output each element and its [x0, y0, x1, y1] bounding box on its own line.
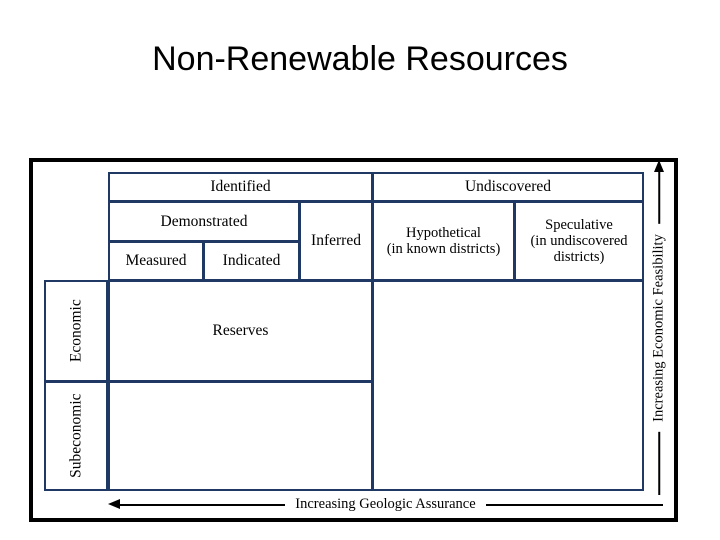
cell-undiscovered[interactable]: Undiscovered — [372, 172, 644, 202]
cell-undiscovered-label: Undiscovered — [464, 178, 552, 196]
diagram-canvas: Identified Undiscovered Demonstrated Inf… — [33, 162, 674, 518]
cell-speculative-line2: (in undiscovered — [530, 232, 628, 249]
axis-economic-feasibility-label: Increasing Economic Feasibility — [650, 223, 668, 432]
cell-demonstrated-label: Demonstrated — [160, 212, 248, 230]
cell-speculative-label: Speculative (in undiscovered districts) — [528, 217, 629, 266]
cell-hypothetical-line2: (in known districts) — [386, 241, 501, 257]
cell-measured[interactable]: Measured — [108, 241, 204, 281]
cell-reserves-label: Reserves — [212, 322, 269, 340]
cell-hypothetical[interactable]: Hypothetical (in known districts) — [372, 201, 515, 281]
cell-speculative-line1: Speculative — [545, 216, 613, 233]
cell-demonstrated[interactable]: Demonstrated — [108, 201, 300, 242]
arrow-left-icon — [108, 499, 120, 509]
cell-measured-label: Measured — [125, 252, 187, 270]
cell-indicated-label: Indicated — [222, 252, 281, 270]
cell-identified[interactable]: Identified — [108, 172, 373, 202]
cell-hypothetical-line1: Hypothetical — [406, 224, 481, 241]
axis-economic-feasibility: Increasing Economic Feasibility — [645, 160, 673, 495]
arrow-up-icon — [654, 160, 664, 172]
page-title: Non-Renewable Resources — [152, 40, 568, 78]
cell-identified-label: Identified — [210, 178, 271, 196]
cell-hypothetical-label: Hypothetical (in known districts) — [385, 225, 503, 257]
resource-classification-diagram: Identified Undiscovered Demonstrated Inf… — [29, 158, 678, 522]
cell-economic-undiscovered[interactable] — [372, 280, 644, 491]
row-label-subeconomic[interactable]: Subeconomic — [44, 381, 108, 491]
cell-indicated[interactable]: Indicated — [203, 241, 300, 281]
cell-inferred-label: Inferred — [311, 232, 361, 250]
row-label-subeconomic-text: Subeconomic — [67, 393, 85, 479]
cell-speculative[interactable]: Speculative (in undiscovered districts) — [514, 201, 644, 281]
cell-subeconomic-body[interactable] — [108, 381, 373, 491]
axis-geologic-assurance: Increasing Geologic Assurance — [108, 492, 663, 516]
axis-geologic-assurance-label: Increasing Geologic Assurance — [285, 495, 486, 513]
row-label-economic-text: Economic — [67, 299, 85, 363]
row-label-economic[interactable]: Economic — [44, 280, 108, 382]
cell-speculative-line3: districts) — [553, 249, 605, 266]
cell-reserves[interactable]: Reserves — [108, 280, 373, 382]
cell-inferred[interactable]: Inferred — [299, 201, 373, 281]
